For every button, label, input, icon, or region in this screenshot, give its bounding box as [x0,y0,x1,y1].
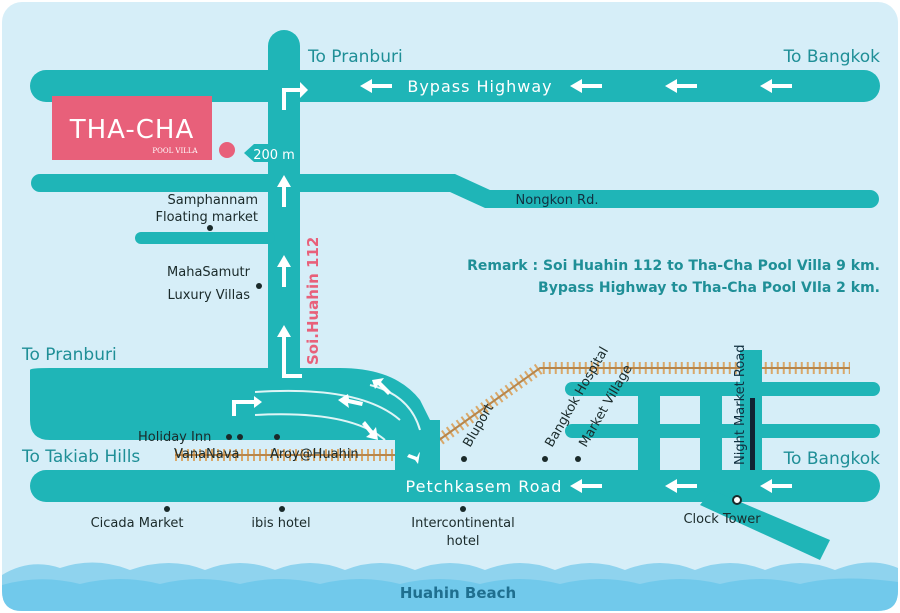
remark-line-1: Remark : Soi Huahin 112 to Tha-Cha Pool … [467,258,880,274]
to-takiab-hills: To Takiab Hills [21,447,140,467]
turn-arrow-icon [282,356,302,378]
villa-location-marker [219,142,235,158]
huahin-beach-label: Huahin Beach [400,584,516,602]
tha-cha-logo: THA-CHA POOL VILLA [52,96,212,160]
to-bangkok-top: To Bangkok [783,47,881,67]
left-arrow-icon [570,479,602,493]
nongkon-label: Nongkon Rd. [516,193,599,208]
soi-label: Soi.Huahin 112 [304,237,322,365]
night-market-divider [750,398,755,470]
ramp-arrow-icon [407,452,420,464]
nongkon-road [31,174,879,208]
bypass-label: Bypass Highway [407,77,552,96]
holiday-inn-label: Holiday Inn [138,430,211,445]
ibis-marker [279,506,285,512]
bluport-marker [461,456,467,462]
up-arrow-icon [277,175,291,207]
ramp-arrow-icon [362,421,378,440]
to-bangkok-bottom: To Bangkok [783,449,881,469]
left-arrow-icon [665,79,697,93]
market-village-marker [575,456,581,462]
left-arrow-icon [665,479,697,493]
ramp-arrow-icon [372,378,391,395]
roads [30,30,880,560]
to-pranburi-top: To Pranburi [307,47,403,67]
petchkasem-road [30,470,880,502]
petchkasem-label: Petchkasem Road [406,477,563,496]
samphannam-marker [207,225,213,231]
bangkok-hospital-marker [542,456,548,462]
logo-background [52,96,212,160]
intercontinental-line1: Intercontinental [411,516,514,531]
clock-tower-label: Clock Tower [683,512,761,527]
turn-arrow-icon [282,82,308,110]
ibis-label: ibis hotel [251,516,310,531]
cicada-marker [164,506,170,512]
ramp-arrow-icon [338,394,363,408]
cicada-label: Cicada Market [91,516,184,531]
soi-huahin-road [268,30,300,390]
clock-tower-road [700,490,830,560]
distance-text: 200 m [253,148,295,163]
turn-arrow-icon [232,396,262,416]
sea [2,562,898,611]
distance-badge: 200 m [244,144,296,163]
remark-line-2: Bypass Highway to Tha-Cha Pool VIla 2 km… [538,280,880,296]
samphannam-line1: Samphannam [168,193,258,208]
intercontinental-line2: hotel [447,534,480,549]
to-pranburi-mid: To Pranburi [21,345,117,365]
aroy-label: Aroy@Huahin [270,447,359,462]
logo-tagline: POOL VILLA [152,147,198,155]
city-road-2 [565,424,880,438]
mahasamutr-marker [256,283,262,289]
holiday-inn-marker [226,434,232,440]
intercontinental-marker [460,506,466,512]
vananava-label: VanaNava [174,447,239,462]
left-arrow-icon [360,79,392,93]
arrows [232,79,792,493]
left-arrow-icon [570,79,602,93]
side-road [135,232,275,244]
bypass-highway [30,70,880,102]
night-market-label: Night Market Road [733,345,748,466]
connector-road [395,420,440,480]
vananava-marker [237,434,243,440]
up-arrow-icon [277,255,291,287]
clock-tower-marker [732,495,742,505]
city-road-v2 [700,382,722,502]
samphannam-line2: Floating market [156,210,258,225]
up-arrow-icon [277,325,291,357]
mahasamutr-line2: Luxury Villas [167,288,250,303]
left-arrow-icon [760,79,792,93]
left-arrow-icon [760,479,792,493]
pranburi-road [30,368,430,440]
city-road-v1 [638,382,660,502]
aroy-marker [274,434,280,440]
logo-title: THA-CHA [69,115,195,145]
mahasamutr-line1: MahaSamutr [167,265,251,280]
